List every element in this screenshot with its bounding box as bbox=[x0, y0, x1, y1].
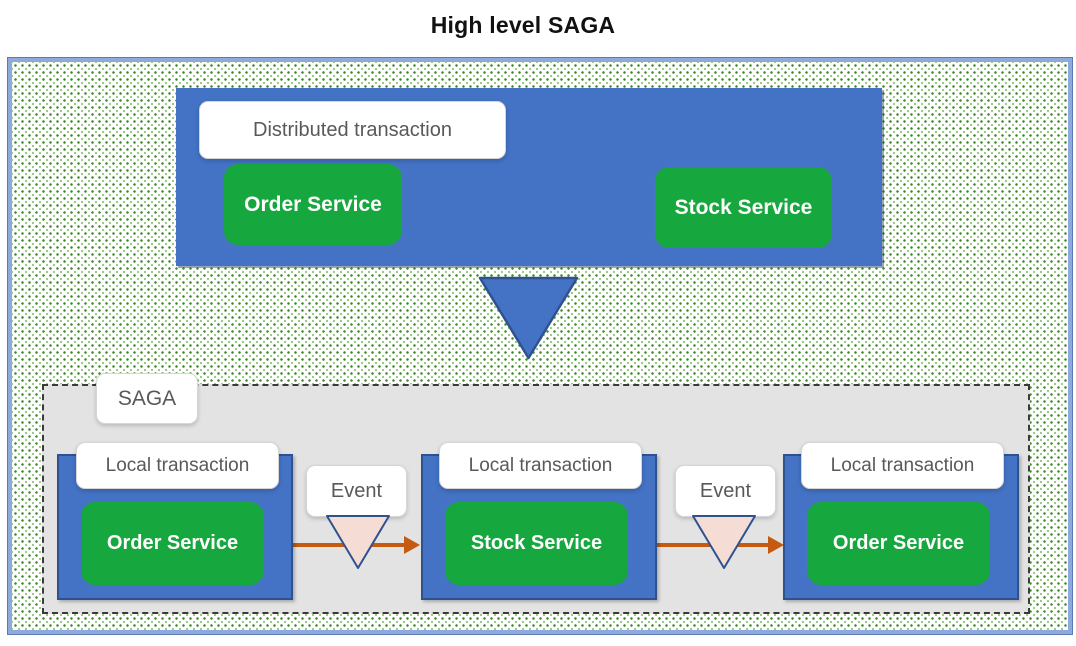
local-transaction-label-2: Local transaction bbox=[439, 442, 642, 489]
event-label-1: Event bbox=[306, 465, 407, 517]
distributed-transaction-label: Distributed transaction bbox=[199, 101, 506, 159]
saga-stock-service-node: Stock Service bbox=[445, 502, 628, 585]
saga-label: SAGA bbox=[96, 373, 198, 424]
flow-arrow-2-head-icon bbox=[768, 536, 784, 554]
local-transaction-label-1: Local transaction bbox=[76, 442, 279, 489]
local-transaction-label-3: Local transaction bbox=[801, 442, 1004, 489]
saga-order-service-node-1: Order Service bbox=[81, 502, 264, 585]
top-stock-service-node: Stock Service bbox=[655, 167, 832, 248]
event-marker-triangle-1-icon bbox=[326, 515, 390, 569]
flow-arrow-1-head-icon bbox=[404, 536, 420, 554]
top-order-service-node: Order Service bbox=[224, 164, 402, 245]
event-marker-triangle-2-icon bbox=[692, 515, 756, 569]
saga-order-service-node-2: Order Service bbox=[807, 502, 990, 585]
event-label-2: Event bbox=[675, 465, 776, 517]
flow-down-arrow-icon bbox=[478, 276, 579, 360]
page-title: High level SAGA bbox=[430, 12, 616, 38]
